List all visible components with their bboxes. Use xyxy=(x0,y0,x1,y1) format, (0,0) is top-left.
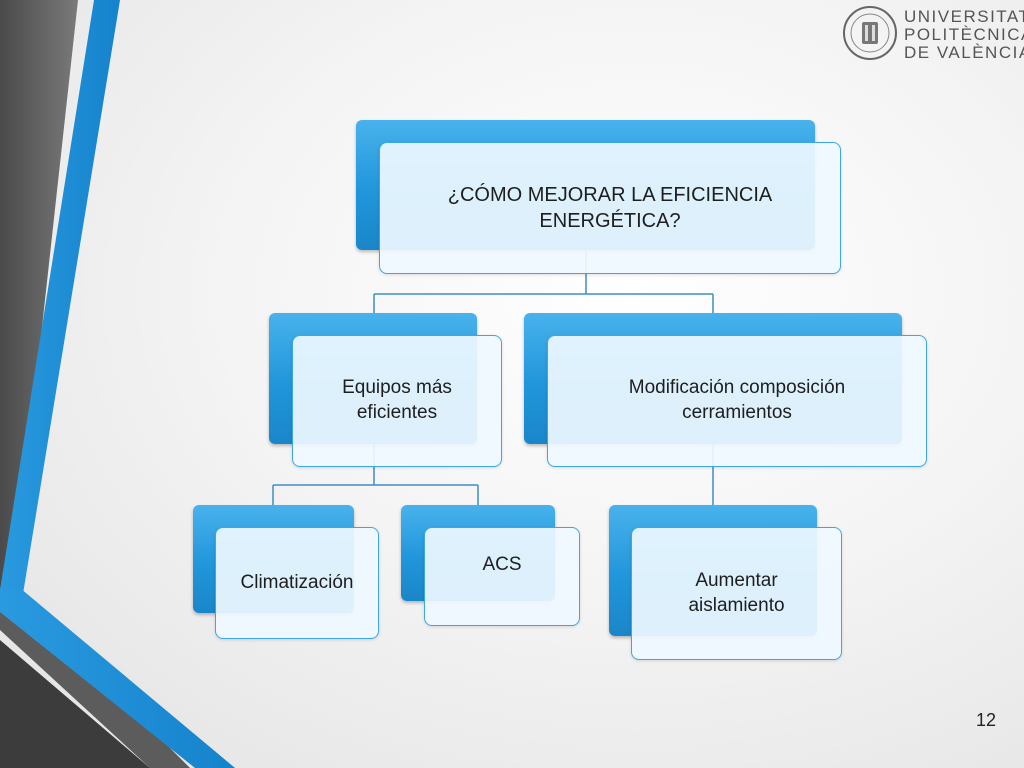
logo-line-2: POLITÈCNICA xyxy=(904,25,1024,44)
logo-line-3: DE VALÈNCIA xyxy=(904,43,1024,62)
node-leaf-aislamiento-label: Aumentar aislamiento xyxy=(688,569,785,616)
university-seal-icon xyxy=(843,6,897,60)
node-leaf-acs-label: ACS xyxy=(482,554,522,576)
blue-stripe-bottom xyxy=(0,588,235,768)
node-root-label: ¿CÓMO MEJORAR LA EFICIENCIA ENERGÉTICA? xyxy=(447,184,773,232)
node-leaf-climatizacion-label: Climatización xyxy=(240,571,354,593)
dark-corner xyxy=(0,640,150,768)
university-logo: UNIVERSITAT POLITÈCNICA DE VALÈNCIA xyxy=(842,5,1024,63)
blue-stripe-top xyxy=(0,0,120,600)
page-number: 12 xyxy=(975,710,996,730)
node-branch-left-label: Equipos más eficientes xyxy=(342,377,452,423)
node-branch-right-label: Modificación composición cerramientos xyxy=(628,377,846,423)
logo-line-1: UNIVERSITAT xyxy=(904,7,1024,26)
gray-stripe-top xyxy=(0,0,78,600)
